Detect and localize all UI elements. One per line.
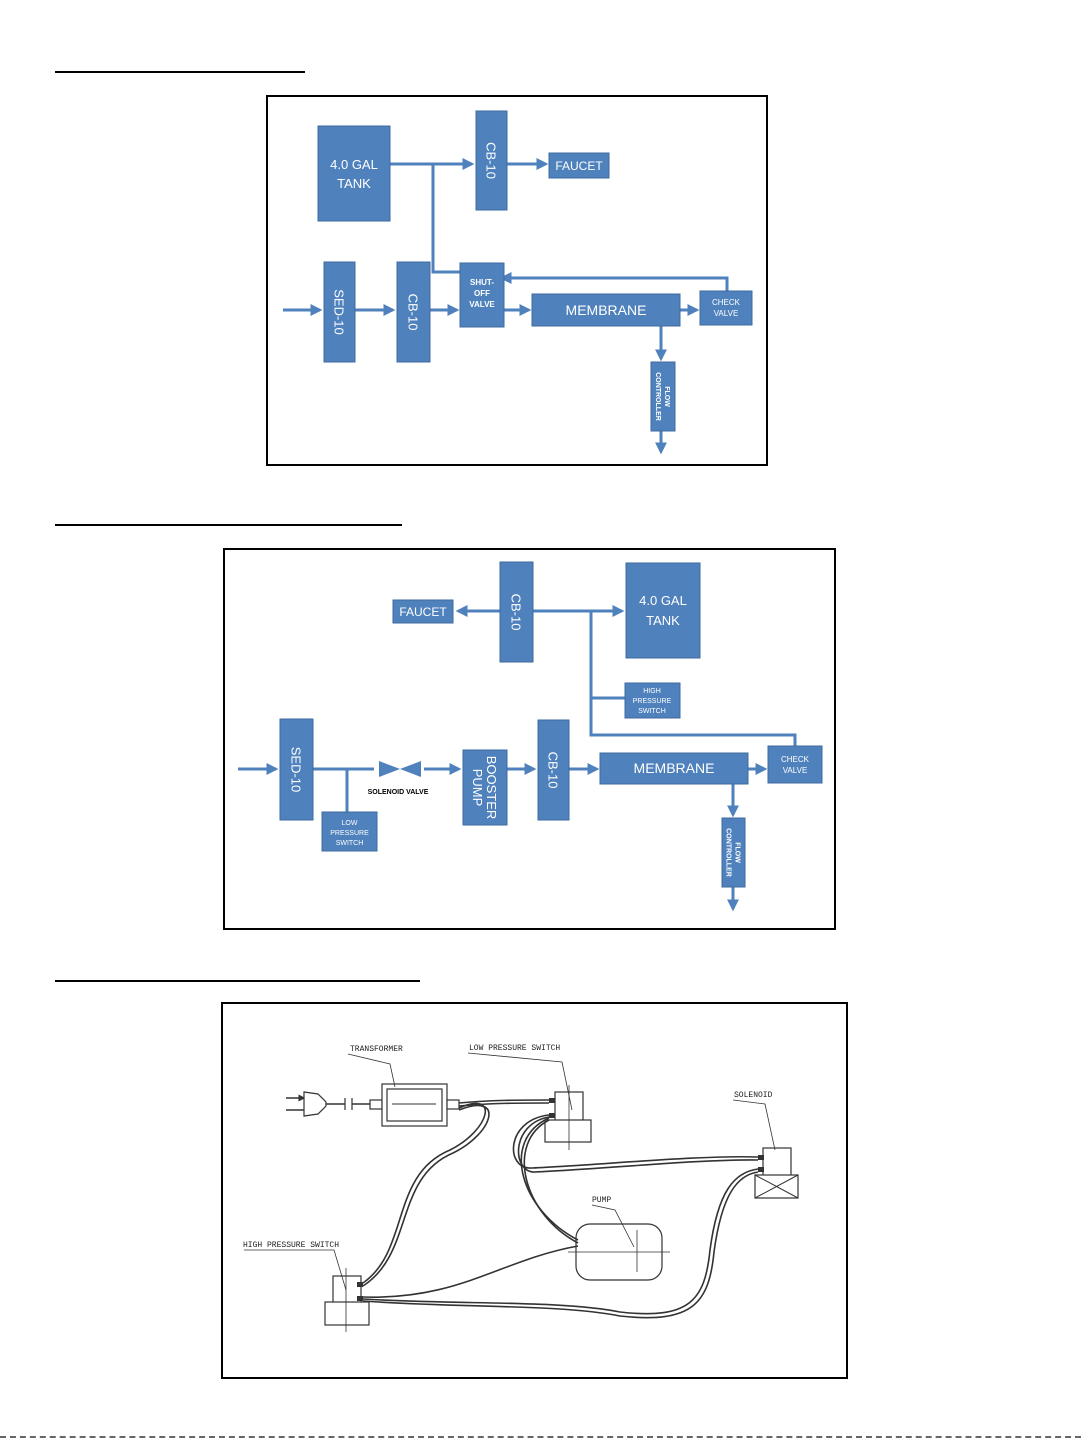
d2-solenoid-valve-left	[379, 761, 400, 777]
d2-lps-label-3: SWITCH	[336, 840, 364, 847]
d1-shutoff-label-3: VALVE	[469, 300, 495, 309]
diagram-1: 4.0 GAL TANK CB-10 FAUCET SED-10 CB-10 S…	[283, 110, 753, 455]
d2-solenoid-valve-right	[400, 761, 421, 777]
d2-lps-label-1: LOW	[342, 820, 358, 827]
d2-booster-label-1: BOOSTER	[484, 756, 499, 820]
d1-sed10-box	[323, 261, 356, 363]
d2-tank-label-2: TANK	[646, 613, 680, 628]
d1-cb10-top-label: CB-10	[484, 142, 499, 179]
d2-booster-label-2: PUMP	[470, 769, 485, 807]
d2-cb10-top-label: CB-10	[509, 594, 524, 631]
d1-membrane-box	[531, 293, 681, 327]
d1-check-box	[699, 290, 753, 326]
d3-hps-label: HIGH PRESSURE SWITCH	[243, 1241, 339, 1250]
diagram-3-frame	[221, 1002, 848, 1379]
d2-lps-label-2: PRESSURE	[330, 830, 369, 837]
d2-faucet-label: FAUCET	[399, 605, 447, 619]
section-1-heading-rule	[55, 71, 305, 73]
d1-membrane-label: MEMBRANE	[566, 302, 647, 318]
d2-hps-label-2: PRESSURE	[633, 698, 672, 705]
d2-flow-box	[721, 817, 746, 888]
d1-cb10-mid-label: CB-10	[406, 294, 421, 331]
d1-faucet-box	[548, 152, 610, 179]
d3-transformer-label: TRANSFORMER	[350, 1045, 403, 1054]
d3-pump	[568, 1204, 670, 1281]
d3-low-pressure-switch	[467, 1052, 592, 1150]
d1-check-return-line	[499, 272, 729, 291]
d2-cb10-mid-label: CB-10	[546, 752, 561, 789]
d2-hps-label-3: SWITCH	[638, 708, 666, 715]
d1-check-label-1: CHECK	[712, 298, 741, 307]
d2-hps-box	[624, 682, 681, 719]
d2-membrane-box	[599, 752, 749, 785]
d2-flow-label-1: FLOW	[734, 842, 741, 863]
d2-sed10-label: SED-10	[289, 747, 304, 793]
d2-cb10-top-box	[499, 561, 534, 663]
d3-wires	[362, 1099, 759, 1319]
d3-pump-label: PUMP	[592, 1196, 611, 1205]
d1-shutoff-label-2: OFF	[474, 289, 490, 298]
d1-tank-to-shutoff-line	[431, 164, 460, 274]
d2-check-box	[767, 745, 823, 784]
d1-tank-label-2: TANK	[337, 176, 371, 191]
diagram-2: SOLENOID VALVE FAUCET CB-10 4.0 GAL TANK…	[238, 561, 823, 912]
d3-solenoid	[732, 1099, 799, 1199]
d2-booster-pump-box	[462, 749, 508, 826]
diagram-3: TRANSFORMER LOW PRESSURE SWITCH SOLENOID	[243, 1044, 799, 1332]
d1-flow-label-1: FLOW	[663, 386, 670, 407]
d1-cb10-top-box	[475, 110, 508, 211]
page-bottom-edge	[0, 1436, 1081, 1438]
d2-sed10-box	[279, 718, 314, 821]
d1-cb10-mid-box	[396, 261, 431, 363]
d2-solenoid-label: SOLENOID VALVE	[368, 789, 429, 796]
d1-faucet-label: FAUCET	[555, 159, 603, 173]
d2-cb10-mid-box	[537, 719, 570, 821]
d2-check-label-1: CHECK	[781, 755, 810, 764]
d2-check-label-2: VALVE	[783, 766, 808, 775]
d3-lps-label: LOW PRESSURE SWITCH	[469, 1044, 560, 1053]
d3-transformer	[347, 1053, 460, 1127]
d1-tank-label-1: 4.0 GAL	[330, 157, 378, 172]
section-3-heading-rule	[55, 980, 420, 982]
d3-high-pressure-switch	[244, 1249, 370, 1332]
d1-shutoff-box	[459, 262, 505, 328]
d2-membrane-label: MEMBRANE	[634, 760, 715, 776]
d2-flow-label-2: CONTROLLER	[725, 828, 732, 877]
d1-check-label-2: VALVE	[714, 309, 739, 318]
d3-solenoid-label: SOLENOID	[734, 1091, 773, 1100]
d2-hps-label-1: HIGH	[643, 688, 661, 695]
d2-tank-branch-line	[589, 611, 797, 746]
section-2-heading-rule	[55, 524, 402, 526]
d2-lps-box	[321, 811, 378, 852]
d1-tank-box	[317, 125, 391, 222]
d1-flow-box	[650, 361, 676, 432]
d1-sed10-label: SED-10	[332, 289, 347, 335]
d1-shutoff-label-1: SHUT-	[470, 278, 494, 287]
d3-plug-icon	[286, 1091, 383, 1117]
d1-flow-label-2: CONTROLLER	[654, 372, 661, 421]
d2-faucet-box	[392, 599, 454, 624]
d2-tank-box	[625, 562, 701, 659]
d2-tank-label-1: 4.0 GAL	[639, 593, 687, 608]
